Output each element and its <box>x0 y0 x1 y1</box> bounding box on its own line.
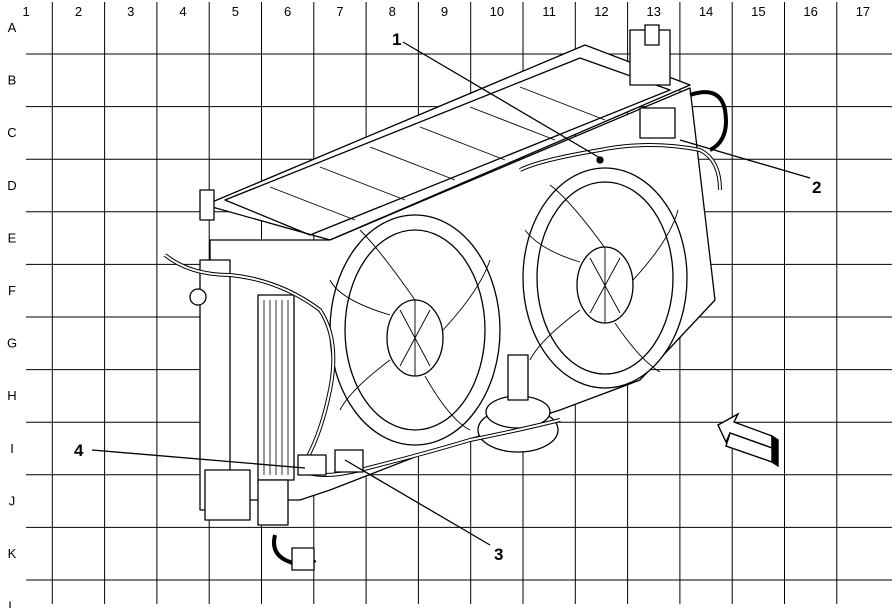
grid-row-label: F <box>8 283 16 298</box>
grid-column-label: 16 <box>803 4 817 19</box>
grid-column-label: 4 <box>179 4 186 19</box>
grid-column-label: 2 <box>75 4 82 19</box>
grid-column-label: 1 <box>23 4 30 19</box>
grid-column-label: 3 <box>127 4 134 19</box>
leader-4 <box>91 449 306 469</box>
cooling-fan-left <box>329 214 501 446</box>
callout-4: 4 <box>74 441 84 460</box>
grid-column-label: 7 <box>336 4 343 19</box>
cooling-fan-right <box>522 167 688 389</box>
lower-mount-bracket <box>204 469 251 521</box>
coolant-hose-clamp <box>291 547 315 571</box>
grid-row-label: A <box>8 20 17 35</box>
grid-row-label: I <box>10 441 14 456</box>
grid-column-label: 15 <box>751 4 765 19</box>
row-labels: A B C D E F G H I J K L <box>7 20 17 608</box>
front-direction-arrow-icon <box>717 412 779 468</box>
grid-column-label: 13 <box>647 4 661 19</box>
grid-row-label: G <box>7 336 17 351</box>
grid-row-label: L <box>8 599 15 608</box>
grid-row-label: J <box>9 493 16 508</box>
grid-row-label: K <box>8 546 17 561</box>
lower-mount-bracket-right <box>257 479 289 526</box>
grid-column-label: 12 <box>594 4 608 19</box>
radiator-top-rail <box>204 44 691 241</box>
grid-row-label: E <box>8 230 17 245</box>
upper-hose-fitting <box>189 288 207 306</box>
grid-row-label: C <box>7 125 16 140</box>
filler-neck <box>199 189 215 221</box>
leader-2 <box>679 139 811 179</box>
grid-column-label: 9 <box>441 4 448 19</box>
grid-row-label: D <box>7 178 16 193</box>
fan-relay-connector <box>639 107 676 139</box>
radiator-core-fins <box>263 300 289 475</box>
harness-inner <box>164 144 721 476</box>
top-rail-ribs <box>269 86 606 221</box>
coolant-outlet <box>644 24 660 46</box>
callout-leaders <box>91 41 811 546</box>
grid-column-label: 8 <box>389 4 396 19</box>
leader-1-dot <box>596 156 604 164</box>
radiator-fan-module <box>163 24 728 571</box>
leader-3 <box>344 459 491 546</box>
callout-2: 2 <box>812 178 821 197</box>
grid-column-label: 6 <box>284 4 291 19</box>
callout-3: 3 <box>494 545 503 564</box>
grid-row-label: B <box>8 73 17 88</box>
grid-column-label: 11 <box>542 4 556 19</box>
harness-connector-4 <box>297 454 327 476</box>
radiator-top-tank <box>224 57 671 236</box>
leader-1 <box>402 41 601 159</box>
grid-column-label: 14 <box>699 4 713 19</box>
grid-row-label: H <box>7 388 16 403</box>
grid-column-label: 17 <box>856 4 870 19</box>
grid-column-label: 10 <box>490 4 504 19</box>
callout-1: 1 <box>392 30 401 49</box>
grid-column-label: 5 <box>232 4 239 19</box>
